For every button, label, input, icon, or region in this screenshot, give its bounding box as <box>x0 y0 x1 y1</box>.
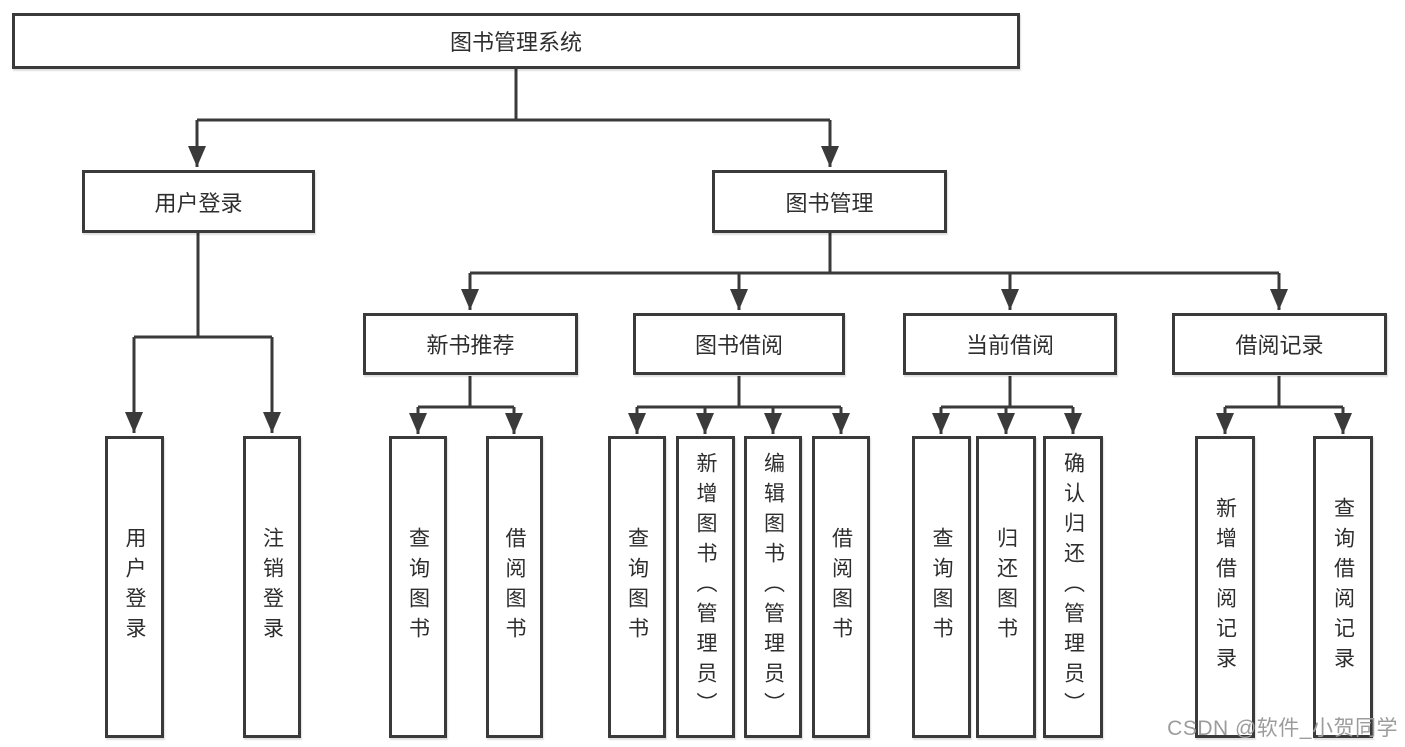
connector-current-borrowing-split <box>941 376 1073 409</box>
connector-book-management-split <box>470 232 1279 275</box>
connector-borrowing-records-split <box>1225 376 1343 409</box>
node-label: 新书推荐 <box>426 333 515 358</box>
leaf-query-books-borrowing: 查询图书 <box>608 436 666 738</box>
leaf-add-borrow-record: 新增借阅记录 <box>1195 436 1255 738</box>
leaf-user-login: 用户登录 <box>105 436 164 738</box>
leaf-add-book-admin: 新增图书（管理员） <box>676 436 735 738</box>
connector-book-borrowing-split <box>637 376 841 409</box>
node-book-borrowing: 图书借阅 <box>633 313 845 375</box>
node-label: 新增借阅记录 <box>1213 497 1237 677</box>
node-label: 图书管理系统 <box>449 30 582 55</box>
node-label: 新增图书（管理员） <box>694 452 718 722</box>
node-label: 借阅图书 <box>503 527 527 647</box>
node-label: 当前借阅 <box>965 333 1054 358</box>
node-user-login: 用户登录 <box>82 170 315 233</box>
leaf-borrow-books-borrowing: 借阅图书 <box>812 436 870 738</box>
connector-user-login-split <box>134 232 272 339</box>
leaf-edit-book-admin: 编辑图书（管理员） <box>744 436 802 738</box>
node-label: 借阅记录 <box>1235 333 1324 358</box>
csdn-watermark: CSDN @软件_小贺同学 <box>1167 717 1398 740</box>
leaf-confirm-return-admin: 确认归还（管理员） <box>1043 436 1103 738</box>
connector-new-book-split <box>418 376 514 409</box>
connector-root-split <box>197 69 830 122</box>
leaf-query-books-current: 查询图书 <box>912 436 971 738</box>
node-borrowing-records: 借阅记录 <box>1172 313 1387 375</box>
node-label: 查询图书 <box>406 527 430 647</box>
node-current-borrowing: 当前借阅 <box>903 313 1117 375</box>
node-book-management: 图书管理 <box>712 170 947 233</box>
node-new-book-recommendation: 新书推荐 <box>363 313 578 375</box>
leaf-query-borrow-record: 查询借阅记录 <box>1313 436 1373 738</box>
node-label: 查询图书 <box>625 527 649 647</box>
leaf-query-books-newrec: 查询图书 <box>389 436 447 738</box>
node-label: 图书借阅 <box>694 333 783 358</box>
node-label: 图书管理 <box>785 190 874 216</box>
leaf-return-books: 归还图书 <box>976 436 1036 738</box>
node-label: 归还图书 <box>994 527 1018 647</box>
node-label: 注销登录 <box>260 527 284 647</box>
leaf-borrow-books-newrec: 借阅图书 <box>486 436 543 738</box>
node-label: 查询图书 <box>930 527 954 647</box>
node-label: 确认归还（管理员） <box>1061 452 1085 722</box>
node-label: 用户登录 <box>154 190 243 216</box>
node-library-management-system: 图书管理系统 <box>12 13 1020 69</box>
node-label: 查询借阅记录 <box>1331 497 1355 677</box>
node-label: 用户登录 <box>123 527 147 647</box>
node-label: 借阅图书 <box>829 527 853 647</box>
node-label: 编辑图书（管理员） <box>761 452 785 722</box>
leaf-logout: 注销登录 <box>243 436 301 738</box>
